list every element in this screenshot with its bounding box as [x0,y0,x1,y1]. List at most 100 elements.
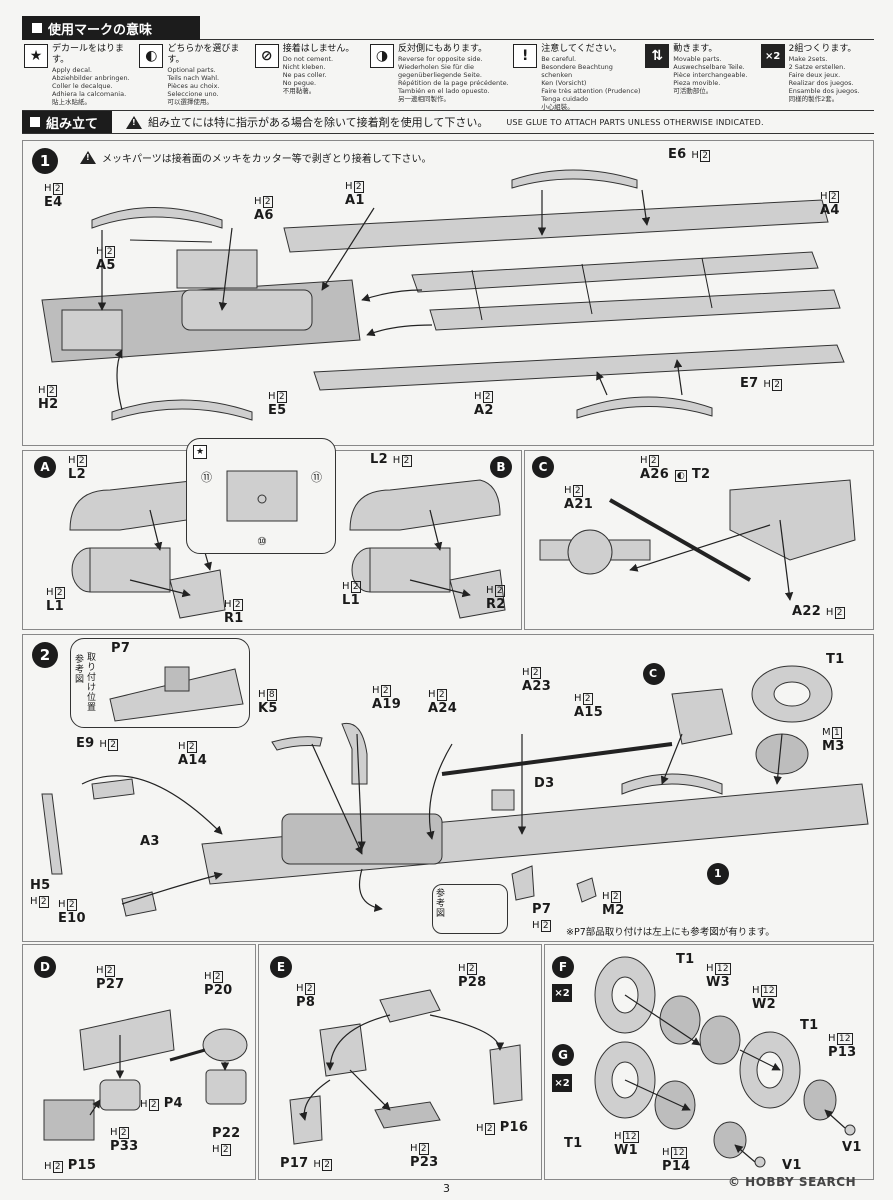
leaf-spring-e7 [576,396,713,419]
legend-line: Reverse for opposite side. [398,55,483,63]
legend-line: Besondere Beachtung schenken [541,63,613,79]
step-2-number: 2 [32,642,58,668]
legend-line: Faire deux jeux. [788,71,841,79]
decal-11-left: ⑪ [201,471,212,484]
label-text: T2 [691,467,711,482]
reference-label: 参考図 [75,655,85,685]
label-text: H5 [30,878,51,893]
legend-line: Coller le decalque. [52,82,113,90]
legend-jp: 注意してください。 [541,44,622,54]
driveshaft-a15 [441,742,673,776]
label-text: M3 [822,739,845,754]
label-text: A1 [345,193,365,208]
frame-crossmember [429,289,841,331]
legend-jp: 動きます。 [673,44,718,54]
arrow [129,579,191,598]
arrow [824,1109,846,1129]
arrow [596,371,608,396]
step-c-ref-number: C [649,667,658,680]
arrow [779,519,794,601]
part-k5 [271,736,323,751]
reference-drawing [109,666,244,722]
label-text: E9 [76,736,95,751]
label-text: M2 [602,903,625,918]
arrow [739,1049,781,1071]
legend-line: Tenga cuidado [541,95,589,103]
make-two-icon: ×2 [552,984,572,1002]
legend-line: Wiederholen Sie für die gegenüberliegend… [398,63,482,79]
step-b-number: B [490,456,512,478]
leaf-spring-e5 [111,399,253,421]
label-text: A19 [372,697,402,712]
label-text: A26 [640,467,670,482]
legend-line: Make 2sets. [788,55,828,63]
part-label-t1-f: T1 [676,952,695,967]
label-text: E5 [268,403,287,418]
arrow [673,359,683,396]
assembly-warning: 組み立てには特に指示がある場合を除いて接着剤を使用して下さい。 [126,114,488,130]
legend-line: Répétition de la page précédente. [398,79,509,87]
fender-l2 [349,479,501,531]
part-e10 [121,891,157,917]
legend-line: 可以選擇使用。 [167,98,213,106]
legend-jp: 2組つくります。 [788,44,857,54]
assembly-warning-en: USE GLUE TO ATTACH PARTS UNLESS OTHERWIS… [506,117,764,127]
label-text: P13 [828,1045,857,1060]
step-c-number: C [532,456,554,478]
legend-line: Auswechselbare Teile. [673,63,745,71]
wheel-w2 [699,1015,741,1065]
leaf-spring-e4 [91,207,223,229]
label-text: P15 [67,1158,97,1173]
arrow [641,189,651,226]
label-text: V1 [782,1158,802,1173]
label-text: P4 [163,1096,183,1111]
legend-item-movable: ⇅ 動きます。 Movable parts.Auswechselbare Tei… [643,42,758,100]
step-d-drawing [43,1009,248,1141]
arrow [361,289,423,302]
step-1-note: メッキパーツは接着面のメッキをカッター等で剥ぎとり接着して下さい。 [80,150,432,165]
wheel-w3 [659,995,701,1045]
label-text: D3 [534,776,555,791]
label-text: P14 [662,1159,691,1174]
legend-line: Do not cement. [282,55,334,63]
legend-line: Pièce interchangeable. [673,71,748,79]
part-a5 [129,239,213,243]
arrow [429,509,443,551]
caution-icon [80,151,96,164]
label-text: A14 [178,753,208,768]
reference-label-2: 参考図 [436,889,446,919]
hub-p14 [713,1121,747,1159]
part-p22 [205,1069,247,1105]
arrow [629,524,771,572]
step-a-drawing [69,479,226,619]
step-1-ref-marker [707,863,729,885]
arrow [429,1014,505,1051]
part-p33 [99,1079,141,1111]
step-1-number: 1 [32,148,58,174]
label-text: A23 [522,679,552,694]
label-text: A24 [428,701,458,716]
fuel-tank [181,289,313,331]
part-label-v1: V1 [782,1158,802,1173]
step-g-number: G [552,1044,574,1066]
legend-header: 使用マークの意味 [22,16,200,40]
part-label-t1: T1 [826,652,845,667]
arrow [299,1079,331,1121]
hub-p13 [803,1079,837,1121]
legend-line: Nicht kleben. [282,63,326,71]
step-b-drawing [349,479,506,619]
label-text: W1 [614,1143,638,1158]
